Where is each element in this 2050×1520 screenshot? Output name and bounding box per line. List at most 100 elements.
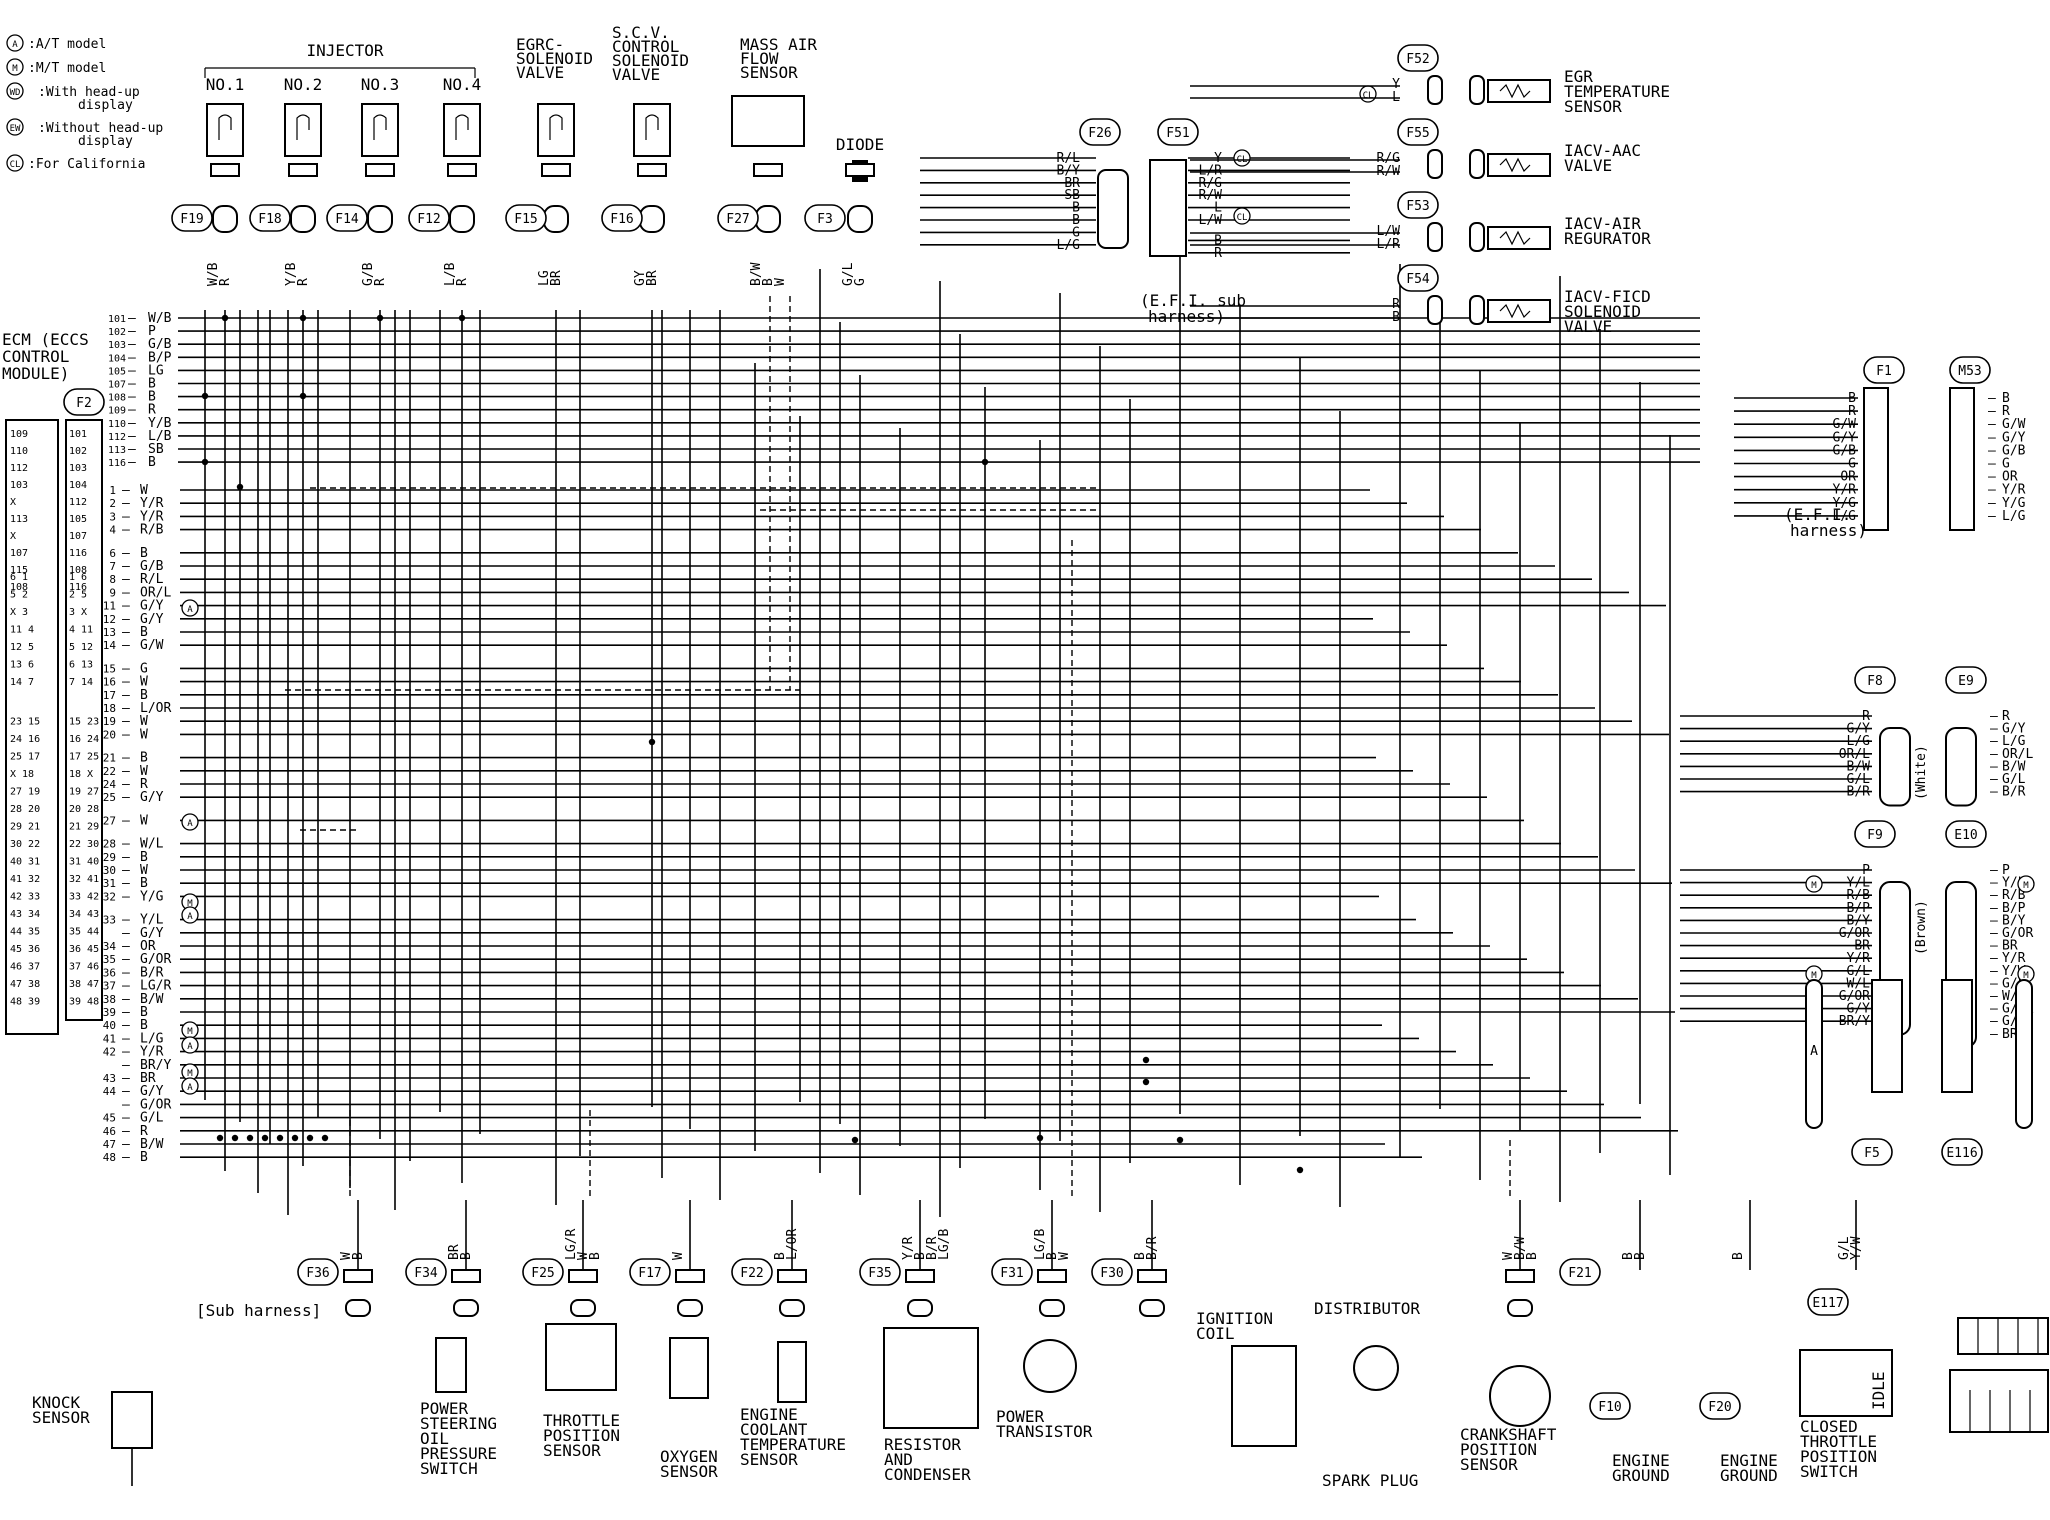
ecm-pin-number: 102 xyxy=(108,327,126,338)
ecm-face-pin: 35 44 xyxy=(69,927,99,938)
ecm-face-pin: 116 xyxy=(69,582,87,593)
connector-E117-label: E117 xyxy=(1812,1296,1843,1311)
ecm-pin-number: 13 xyxy=(103,626,116,639)
ecm-pin-dash: — xyxy=(122,701,130,716)
ecm-pin-wire: G/Y xyxy=(140,790,164,805)
ecm-pin-wire: B/P xyxy=(148,350,172,365)
ecm-face-pin: 107 xyxy=(69,531,87,542)
ecm-pin-dash: — xyxy=(122,751,130,766)
connector-F9: F9 xyxy=(1854,820,1896,848)
ecm-pin-dash: — xyxy=(122,559,130,574)
ecm-face-pin: 43 34 xyxy=(10,909,40,920)
wire-code-BR: BR xyxy=(645,270,660,286)
ecm-face-pin: 2 5 xyxy=(69,590,87,601)
connector-F2-label: F2 xyxy=(76,396,92,411)
ecm-pin-wire: R xyxy=(140,1124,148,1139)
mark-M-E10: M xyxy=(2017,875,2035,893)
ecm-face-pin: 109 xyxy=(10,429,28,440)
ecm-face-pin: 46 37 xyxy=(10,962,40,973)
component-title-line: ENGINE xyxy=(1612,1451,1670,1470)
splice-dot xyxy=(231,1134,239,1142)
ecm-pin-dash: — xyxy=(122,625,130,640)
ecm-pin-number: 29 xyxy=(103,851,116,864)
ecm-pin-wire: G xyxy=(140,661,148,676)
connector-F10-label: F10 xyxy=(1598,1400,1621,1415)
mark-A-33b: A xyxy=(181,906,199,924)
splice-dot xyxy=(1036,1134,1044,1142)
distributor-rotor xyxy=(1353,1345,1399,1391)
wire-code-B/W: B/W xyxy=(749,262,764,286)
ecm-face-pin: X 18 xyxy=(10,769,34,780)
dash: — xyxy=(1990,926,1998,941)
connector-F2: F2 xyxy=(63,388,105,416)
connector-F5-body xyxy=(1871,979,1903,1093)
legend-symbol-1-text: M xyxy=(12,64,18,74)
wire-code-LG: LG xyxy=(537,270,552,286)
E9-wire-G/L: G/L xyxy=(2002,772,2026,787)
ecm-face-pin: 20 28 xyxy=(69,804,99,815)
connector-F54: F54 xyxy=(1397,264,1439,292)
wire-code-W: W xyxy=(773,278,788,286)
dash: — xyxy=(1990,964,1998,979)
legend-symbol-0-text: A xyxy=(12,40,18,50)
knock-sensor-body xyxy=(111,1391,153,1449)
component-title-line: SENSOR xyxy=(1460,1455,1518,1474)
ecm-face-pin: 104 xyxy=(69,480,87,491)
connector-F10: F10 xyxy=(1589,1392,1631,1420)
ecm-pin-number: 109 xyxy=(108,406,126,417)
ecm-pin-wire: G/W xyxy=(140,638,164,653)
dash: — xyxy=(1988,404,1996,419)
wire-code-R: R xyxy=(373,278,388,286)
ecm-pin-number: 19 xyxy=(103,715,116,728)
splice-dot xyxy=(236,483,244,491)
connector-F22-label: F22 xyxy=(740,1266,763,1281)
connector-F19: F19 xyxy=(171,204,213,232)
ecm-pin-dash: — xyxy=(128,390,136,405)
wire-code-G: G xyxy=(853,278,868,286)
component-inj2: NO.2 xyxy=(284,75,322,233)
ecm-face-pin: 11 4 xyxy=(10,625,34,636)
ecm-face-pin: 103 xyxy=(10,480,28,491)
mark-A-28-text: A xyxy=(187,819,193,829)
efi-harness-2: harness) xyxy=(1790,521,1867,540)
ecm-face-pin: 103 xyxy=(69,463,87,474)
connector-F27: F27 xyxy=(717,204,759,232)
ecm-pin-dash: — xyxy=(128,311,136,326)
wire-code-Y/B: Y/B xyxy=(284,262,299,286)
ecm-pin-number: 37 xyxy=(103,980,116,993)
splice-dot xyxy=(458,314,466,322)
ecm-pin-number: 21 xyxy=(103,752,116,765)
ecm-pin-dash: — xyxy=(122,889,130,904)
ecm-pin-dash: — xyxy=(122,777,130,792)
ecm-pin-dash: — xyxy=(122,1058,130,1073)
ecm-pin-dash: — xyxy=(122,1045,130,1060)
ecm-face-pin: 5 2 xyxy=(10,590,28,601)
M53-wire-L/G: L/G xyxy=(2002,509,2026,524)
component-title-line: CONTROL xyxy=(612,37,679,56)
ecm-pin-dash: — xyxy=(122,813,130,828)
ecm-face-pin: 3 X xyxy=(69,607,87,618)
ecm-pin-number: 101 xyxy=(108,314,126,325)
ecm-pin-wire: G/Y xyxy=(140,612,164,627)
injector-title: NO.3 xyxy=(361,75,400,94)
component-title-line: SOLENOID xyxy=(612,51,689,70)
ecm-pin-wire: G/OR xyxy=(140,1097,171,1112)
dash: — xyxy=(1988,483,1996,498)
ecm-face-pin: 115 xyxy=(10,565,28,576)
component-inj3: NO.3 xyxy=(361,75,400,233)
ecm-face-pin: X xyxy=(10,497,16,508)
component-title-line: OIL xyxy=(420,1429,449,1448)
dash: — xyxy=(1990,951,1998,966)
ecm-pin-number: 116 xyxy=(108,458,126,469)
ecm-face-pin: 24 16 xyxy=(10,734,40,745)
mark-CL-2: CL xyxy=(1233,207,1251,225)
component-title-line: THROTTLE xyxy=(1800,1432,1877,1451)
ecm-pin-wire: B xyxy=(140,625,148,640)
mark-M-F9b-text: M xyxy=(1811,971,1817,981)
ecm-pin-number: 30 xyxy=(103,864,116,877)
mark-M-33-text: M xyxy=(187,899,193,909)
